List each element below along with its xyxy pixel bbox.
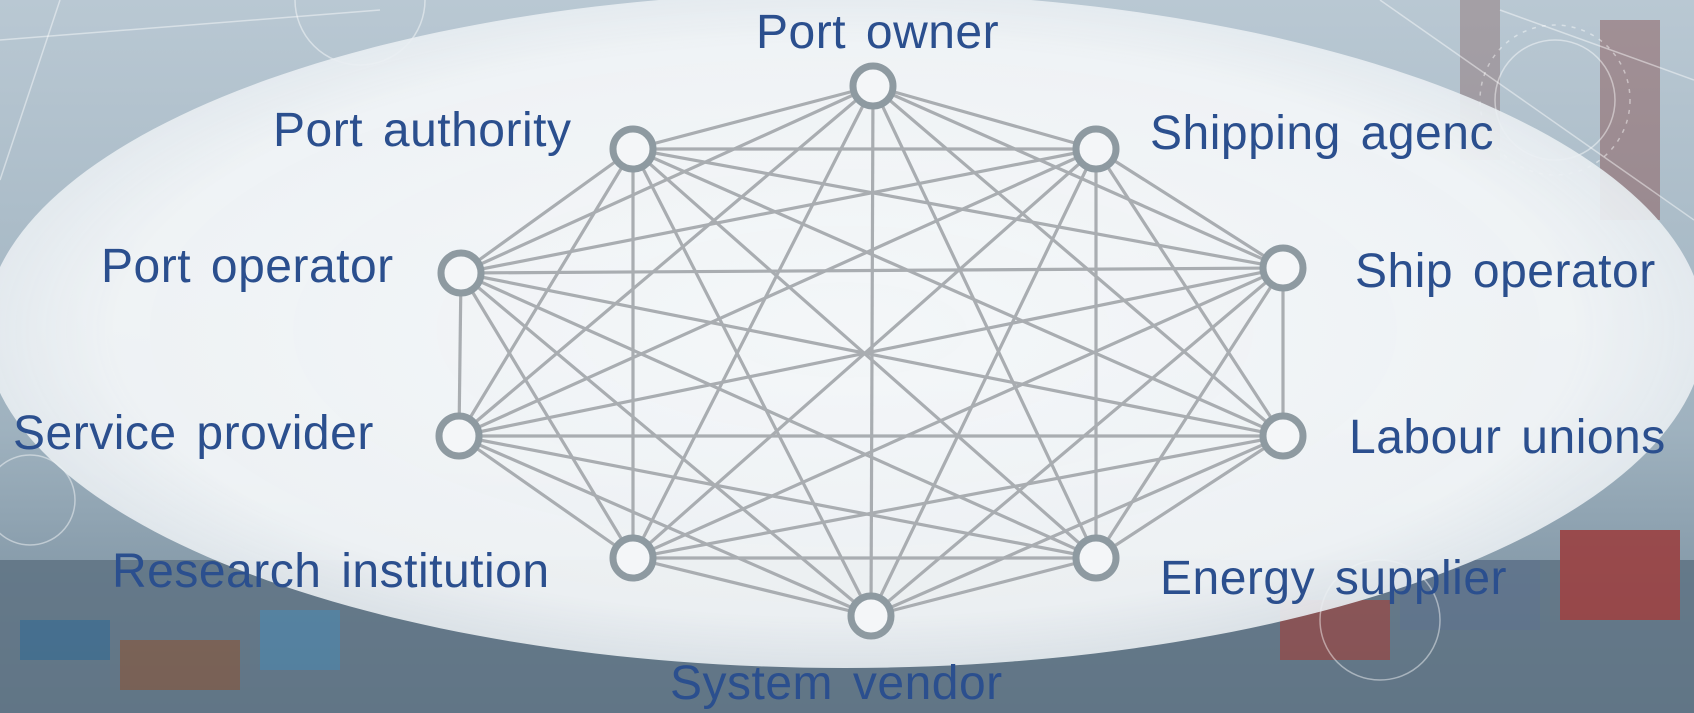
edge-port-owner-research-institution	[631, 85, 875, 559]
node-port-operator	[437, 249, 485, 297]
edge-ship-operator-service-provider	[458, 266, 1284, 438]
edge-port-authority-service-provider	[457, 148, 635, 437]
node-energy-supplier	[1072, 534, 1120, 582]
node-shipping-agency	[1072, 125, 1120, 173]
edge-service-provider-system-vendor	[458, 434, 872, 618]
edge-port-owner-ship-operator	[872, 84, 1284, 270]
edge-port-authority-labour-unions	[632, 147, 1284, 438]
edge-shipping-agency-system-vendor	[869, 148, 1098, 617]
edge-shipping-agency-port-operator	[460, 147, 1097, 275]
edge-research-institution-system-vendor	[632, 556, 872, 618]
node-service-provider	[435, 412, 483, 460]
edges	[457, 84, 1285, 618]
label-labour-unions: Labour unions	[1349, 411, 1666, 464]
node-port-authority	[609, 125, 657, 173]
edge-ship-operator-energy-supplier	[1094, 267, 1285, 559]
node-labour-unions	[1259, 412, 1307, 460]
label-port-owner: Port owner	[756, 6, 1000, 59]
edge-labour-unions-research-institution	[632, 434, 1284, 560]
label-port-operator: Port operator	[101, 240, 394, 293]
label-service-provider: Service provider	[13, 407, 374, 460]
label-energy-supplier: Energy supplier	[1160, 552, 1508, 605]
edge-service-provider-energy-supplier	[458, 434, 1097, 560]
edge-port-operator-ship-operator	[460, 266, 1284, 275]
edge-energy-supplier-system-vendor	[870, 556, 1097, 618]
node-system-vendor	[847, 592, 895, 640]
edge-labour-unions-system-vendor	[870, 434, 1284, 618]
edge-shipping-agency-service-provider	[458, 147, 1097, 438]
edge-shipping-agency-labour-unions	[1094, 148, 1285, 437]
edge-port-authority-ship-operator	[632, 147, 1284, 270]
edge-ship-operator-research-institution	[632, 266, 1284, 560]
edge-port-owner-service-provider	[457, 84, 875, 438]
edge-port-operator-labour-unions	[460, 271, 1284, 438]
edge-port-authority-system-vendor	[631, 148, 873, 617]
edge-port-owner-port-authority	[632, 84, 874, 151]
edge-port-authority-port-operator	[460, 147, 634, 275]
label-research-institution: Research institution	[112, 545, 550, 598]
central-ellipse	[0, 0, 1694, 668]
edge-labour-unions-energy-supplier	[1095, 434, 1284, 560]
edge-port-owner-shipping-agency	[872, 84, 1097, 151]
edge-shipping-agency-ship-operator	[1095, 147, 1284, 270]
edge-service-provider-research-institution	[458, 434, 634, 560]
node-research-institution	[609, 534, 657, 582]
edge-port-owner-labour-unions	[871, 84, 1285, 438]
node-ship-operator	[1259, 244, 1307, 292]
edge-port-operator-energy-supplier	[460, 271, 1097, 560]
edge-port-operator-service-provider	[457, 272, 463, 437]
node-port-owner	[849, 62, 897, 110]
nodes	[435, 62, 1307, 640]
label-ship-operator: Ship operator	[1355, 245, 1656, 298]
label-shipping-agency: Shipping agenc	[1150, 107, 1494, 160]
label-port-authority: Port authority	[273, 104, 572, 157]
label-system-vendor: System vendor	[670, 657, 1003, 710]
edge-port-operator-research-institution	[459, 272, 635, 559]
